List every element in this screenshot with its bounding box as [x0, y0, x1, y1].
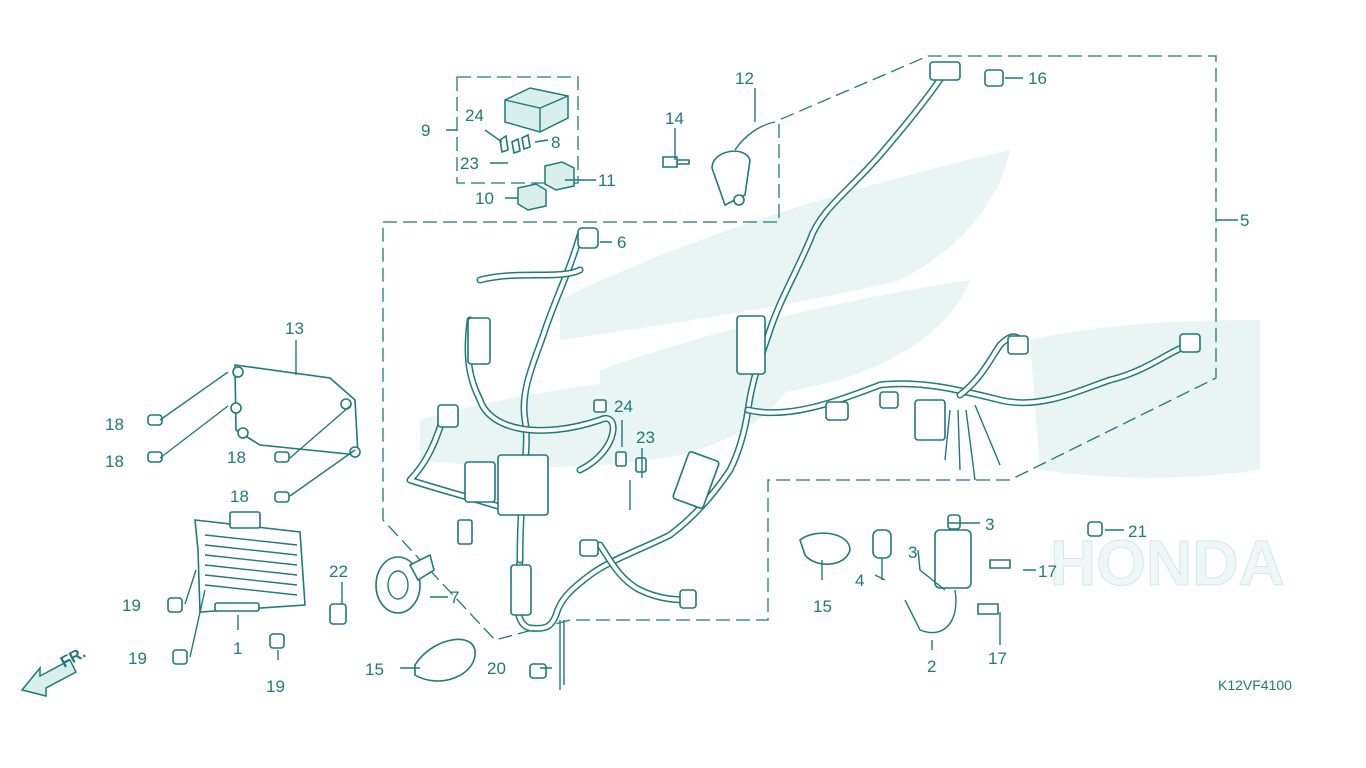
bracket-part-13	[230, 364, 361, 458]
fuse-parts-23-24	[615, 451, 647, 473]
nut-part-21	[1087, 521, 1103, 537]
bolt-part-17-lower	[977, 603, 999, 615]
bolt-part-17-upper	[989, 559, 1011, 569]
plug-cap-part-4	[872, 529, 892, 580]
callout-18a: 18	[105, 415, 124, 434]
callout-12: 12	[735, 69, 754, 88]
callout-1: 1	[233, 639, 242, 658]
callout-19c: 19	[266, 677, 285, 696]
callout-24b: 24	[614, 397, 633, 416]
callout-11: 11	[598, 171, 616, 190]
relay-part-11	[544, 161, 575, 191]
callout-13: 13	[285, 319, 304, 338]
relay-part-10	[517, 183, 547, 211]
callout-6: 6	[617, 233, 626, 252]
callout-15a: 15	[813, 597, 832, 616]
nut-part-16	[984, 69, 1004, 87]
callout-18c: 18	[227, 448, 246, 467]
bracket-part-12	[711, 121, 776, 207]
callout-16: 16	[1028, 69, 1047, 88]
leader-lines	[159, 77, 1238, 690]
callout-labels: 1 2 3 3 4 5 6 7 8 9 10 11 12 13 14 15 15…	[105, 69, 1249, 696]
callout-17a: 17	[1038, 562, 1057, 581]
horn-part-7	[375, 553, 435, 614]
callout-5: 5	[1240, 211, 1249, 230]
callout-20: 20	[487, 659, 506, 678]
callout-3a: 3	[985, 515, 994, 534]
callout-19a: 19	[122, 596, 141, 615]
callout-17b: 17	[988, 649, 1007, 668]
ecu-module-part-1	[194, 511, 306, 613]
band-part-15-lower	[414, 638, 476, 682]
callout-18d: 18	[230, 487, 249, 506]
callout-15b: 15	[365, 660, 384, 679]
callout-24a: 24	[465, 106, 484, 125]
callout-10: 10	[475, 189, 494, 208]
callout-9: 9	[421, 121, 430, 140]
diagram-code: K12VF4100	[1218, 677, 1292, 693]
callout-4: 4	[855, 571, 864, 590]
callout-18b: 18	[105, 452, 124, 471]
callout-14: 14	[665, 109, 684, 128]
relay-box-part	[499, 87, 569, 155]
callout-3b: 3	[908, 543, 917, 562]
callout-2: 2	[927, 657, 936, 676]
callout-22: 22	[329, 562, 348, 581]
bolt-part-20	[529, 663, 547, 679]
callout-23a: 23	[460, 154, 479, 173]
callout-21: 21	[1128, 522, 1147, 541]
band-part-15-right	[799, 532, 851, 565]
bolt-part-22	[329, 603, 347, 625]
watermark-text: HONDA	[1050, 527, 1285, 599]
callout-7: 7	[450, 588, 459, 607]
ignition-coil-part-2	[904, 514, 972, 634]
front-direction-arrow: FR.	[20, 644, 89, 697]
group-boundaries	[382, 55, 1217, 641]
nut-part-19	[167, 597, 285, 665]
honda-wing-watermark: HONDA	[420, 150, 1285, 600]
callout-19b: 19	[128, 649, 147, 668]
wire-harness-part-5	[406, 61, 1201, 632]
bolt-part-14	[662, 156, 690, 168]
grommet-part-6	[577, 227, 599, 249]
callout-8: 8	[551, 133, 560, 152]
callout-23b: 23	[636, 428, 655, 447]
bolt-part-18	[147, 414, 290, 503]
